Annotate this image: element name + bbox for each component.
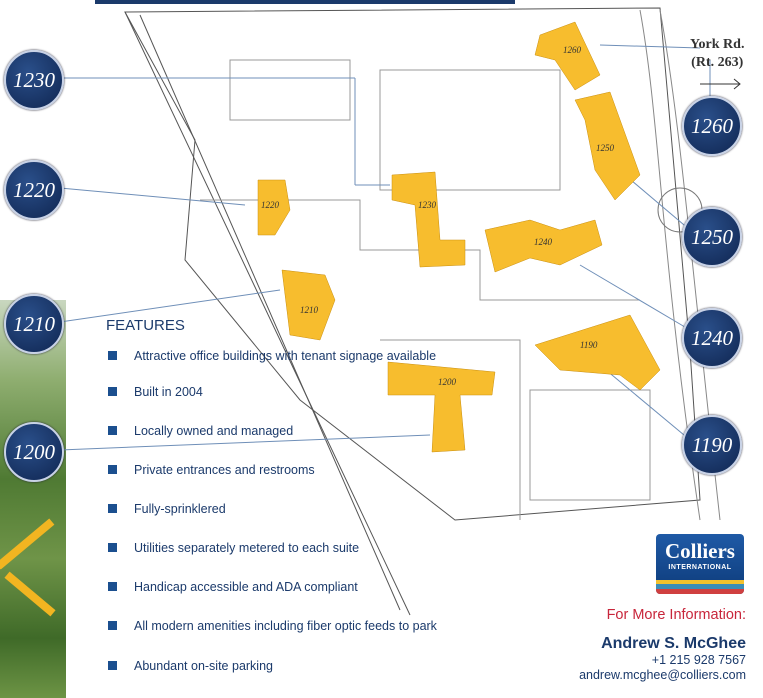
building-label: 1240 — [534, 237, 552, 247]
contact-phone: +1 215 928 7567 — [651, 653, 746, 667]
building-1220 — [257, 179, 291, 236]
feature-item: Attractive office buildings with tenant … — [108, 348, 438, 364]
contact-heading: For More Information: — [606, 607, 746, 623]
contact-block: For More Information: Andrew S. McGhee +… — [579, 607, 746, 683]
buildings — [257, 21, 661, 453]
bullet-icon — [108, 504, 117, 513]
features-list: Attractive office buildings with tenant … — [108, 348, 438, 674]
bullet-icon — [108, 465, 117, 474]
callout-1190: 1190 — [682, 415, 742, 475]
building-1260 — [534, 21, 601, 91]
callout-1260: 1260 — [682, 96, 742, 156]
feature-item: Abundant on-site parking — [108, 658, 438, 674]
callout-1240: 1240 — [682, 308, 742, 368]
bullet-icon — [108, 661, 117, 670]
building-label: 1190 — [580, 340, 598, 350]
building-label: 1200 — [438, 377, 456, 387]
property-boundary — [124, 7, 701, 521]
feature-item: Built in 2004 — [108, 384, 438, 400]
features-title: FEATURES — [106, 317, 185, 334]
aerial-photo — [0, 300, 66, 698]
building-1200 — [387, 361, 496, 453]
feature-item: Fully-sprinklered — [108, 501, 438, 517]
building-1240 — [484, 219, 603, 273]
callout-1230: 1230 — [4, 50, 64, 110]
building-1190 — [534, 314, 661, 391]
building-1230 — [391, 171, 466, 268]
feature-item: Locally owned and managed — [108, 423, 438, 439]
feature-item: Utilities separately metered to each sui… — [108, 540, 438, 556]
bullet-icon — [108, 582, 117, 591]
bullet-icon — [108, 387, 117, 396]
top-bar — [95, 0, 515, 4]
building-label: 1230 — [418, 200, 436, 210]
bullet-icon — [108, 426, 117, 435]
callout-1250: 1250 — [682, 207, 742, 267]
building-1250 — [574, 91, 641, 201]
building-label: 1220 — [261, 200, 279, 210]
feature-item: All modern amenities including fiber opt… — [108, 618, 438, 634]
feature-item: Handicap accessible and ADA compliant — [108, 579, 438, 595]
colliers-logo: Colliers INTERNATIONAL — [656, 534, 744, 594]
road-label: York Rd.(Rt. 263) — [690, 37, 745, 70]
contact-email[interactable]: andrew.mcghee@colliers.com — [579, 668, 746, 682]
callout-1220: 1220 — [4, 160, 64, 220]
building-label: 1250 — [596, 143, 614, 153]
bullet-icon — [108, 351, 117, 360]
feature-item: Private entrances and restrooms — [108, 462, 438, 478]
building-1210 — [281, 269, 336, 341]
callout-1210: 1210 — [4, 294, 64, 354]
callout-lines — [59, 44, 711, 451]
building-label: 1260 — [563, 45, 581, 55]
bullet-icon — [108, 543, 117, 552]
bullet-icon — [108, 621, 117, 630]
contact-name: Andrew S. McGhee — [601, 635, 746, 652]
callout-1200: 1200 — [4, 422, 64, 482]
building-label: 1210 — [300, 305, 318, 315]
